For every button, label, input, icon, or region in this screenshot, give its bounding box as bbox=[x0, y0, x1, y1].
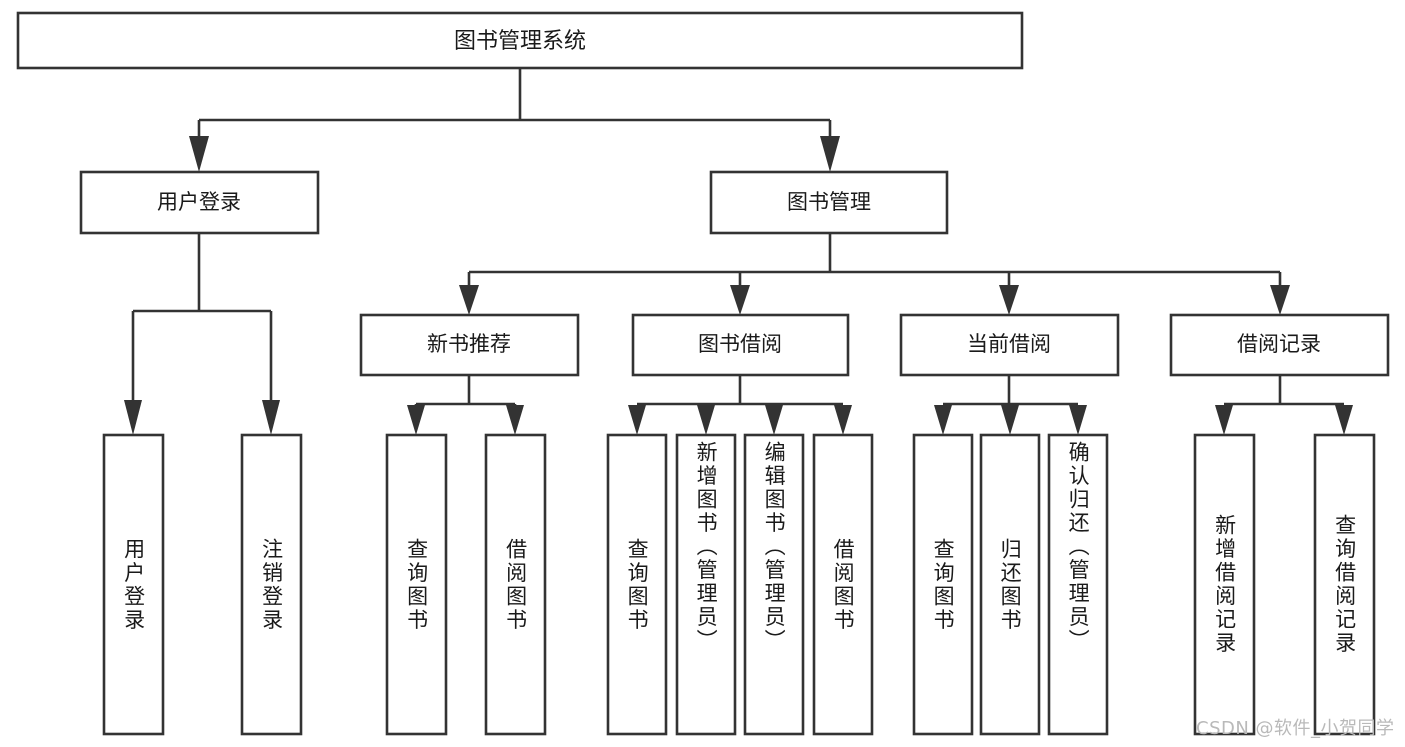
node-leaf-add-book-box[interactable] bbox=[675, 433, 737, 736]
node-leaf-query-book-2-box[interactable] bbox=[606, 433, 668, 736]
connector-group-root bbox=[189, 68, 840, 172]
arrowhead-leaf-return-book bbox=[1001, 405, 1019, 435]
node-book-manage-label: 图书管理 bbox=[787, 190, 871, 214]
connector-group-user-login bbox=[124, 233, 280, 435]
node-new-book-rec-box[interactable] bbox=[359, 313, 580, 377]
node-leaf-borrow-book-1-box[interactable] bbox=[484, 433, 547, 736]
node-leaf-query-record-box[interactable] bbox=[1313, 433, 1376, 736]
connector-group-new-book-rec bbox=[407, 375, 524, 435]
node-book-manage[interactable]: 图书管理 bbox=[709, 170, 949, 235]
arrowhead-leaf-query-book-3 bbox=[934, 405, 952, 435]
node-leaf-query-book-3-box[interactable] bbox=[912, 433, 974, 736]
node-leaf-return-book-box[interactable] bbox=[979, 433, 1041, 736]
arrowhead-borrow-record bbox=[1270, 285, 1290, 315]
connector-group-book-manage bbox=[459, 233, 1290, 315]
arrowhead-current-borrow bbox=[999, 285, 1019, 315]
node-borrow-record-box[interactable] bbox=[1169, 313, 1390, 377]
csdn-watermark: CSDN @软件_小贺同学 bbox=[1196, 718, 1395, 739]
node-borrow-record[interactable]: 借阅记录 bbox=[1169, 313, 1390, 377]
node-book-borrow-label: 图书借阅 bbox=[698, 332, 782, 356]
node-borrow-record-label: 借阅记录 bbox=[1237, 332, 1321, 356]
node-root-label: 图书管理系统 bbox=[454, 29, 586, 54]
node-leaf-edit-book-box[interactable] bbox=[743, 433, 805, 736]
node-leaf-logout-box[interactable] bbox=[240, 433, 303, 736]
arrowhead-user-login bbox=[189, 136, 209, 172]
arrowhead-leaf-borrow-book-1 bbox=[506, 405, 524, 435]
node-root-box[interactable] bbox=[16, 11, 1024, 70]
node-current-borrow[interactable]: 当前借阅 bbox=[899, 313, 1120, 377]
arrowhead-leaf-add-book bbox=[697, 405, 715, 435]
node-user-login-label: 用户登录 bbox=[157, 190, 241, 214]
arrowhead-leaf-query-record bbox=[1335, 405, 1353, 435]
node-new-book-rec-label: 新书推荐 bbox=[427, 332, 511, 356]
arrowhead-leaf-query-book-1 bbox=[407, 405, 425, 435]
arrowhead-leaf-user-login bbox=[124, 400, 142, 435]
arrowhead-new-book-rec bbox=[459, 285, 479, 315]
connector-group-book-borrow bbox=[628, 375, 852, 435]
node-book-borrow-box[interactable] bbox=[631, 313, 850, 377]
node-current-borrow-box[interactable] bbox=[899, 313, 1120, 377]
arrowhead-book-borrow bbox=[730, 285, 750, 315]
arrowhead-leaf-confirm-return bbox=[1069, 405, 1087, 435]
node-current-borrow-label: 当前借阅 bbox=[967, 332, 1051, 356]
connector-group-current-borrow bbox=[934, 375, 1087, 435]
arrowhead-leaf-borrow-book-2 bbox=[834, 405, 852, 435]
node-book-borrow[interactable]: 图书借阅 bbox=[631, 313, 850, 377]
node-user-login[interactable]: 用户登录 bbox=[79, 170, 320, 235]
node-leaf-user-login-box[interactable] bbox=[102, 433, 165, 736]
arrowhead-book-manage bbox=[820, 136, 840, 172]
arrowhead-leaf-add-record bbox=[1215, 405, 1233, 435]
node-root[interactable]: 图书管理系统 bbox=[16, 11, 1024, 70]
node-leaf-confirm-return-box[interactable] bbox=[1047, 433, 1109, 736]
node-new-book-rec[interactable]: 新书推荐 bbox=[359, 313, 580, 377]
arrowhead-leaf-edit-book bbox=[765, 405, 783, 435]
node-leaf-borrow-book-2-box[interactable] bbox=[812, 433, 874, 736]
node-leaf-add-record-box[interactable] bbox=[1193, 433, 1256, 736]
arrowhead-leaf-query-book-2 bbox=[628, 405, 646, 435]
node-user-login-box[interactable] bbox=[79, 170, 320, 235]
connector-group-borrow-record bbox=[1215, 375, 1353, 435]
node-leaf-query-book-1-box[interactable] bbox=[385, 433, 448, 736]
arrowhead-leaf-logout bbox=[262, 400, 280, 435]
node-book-manage-box[interactable] bbox=[709, 170, 949, 235]
